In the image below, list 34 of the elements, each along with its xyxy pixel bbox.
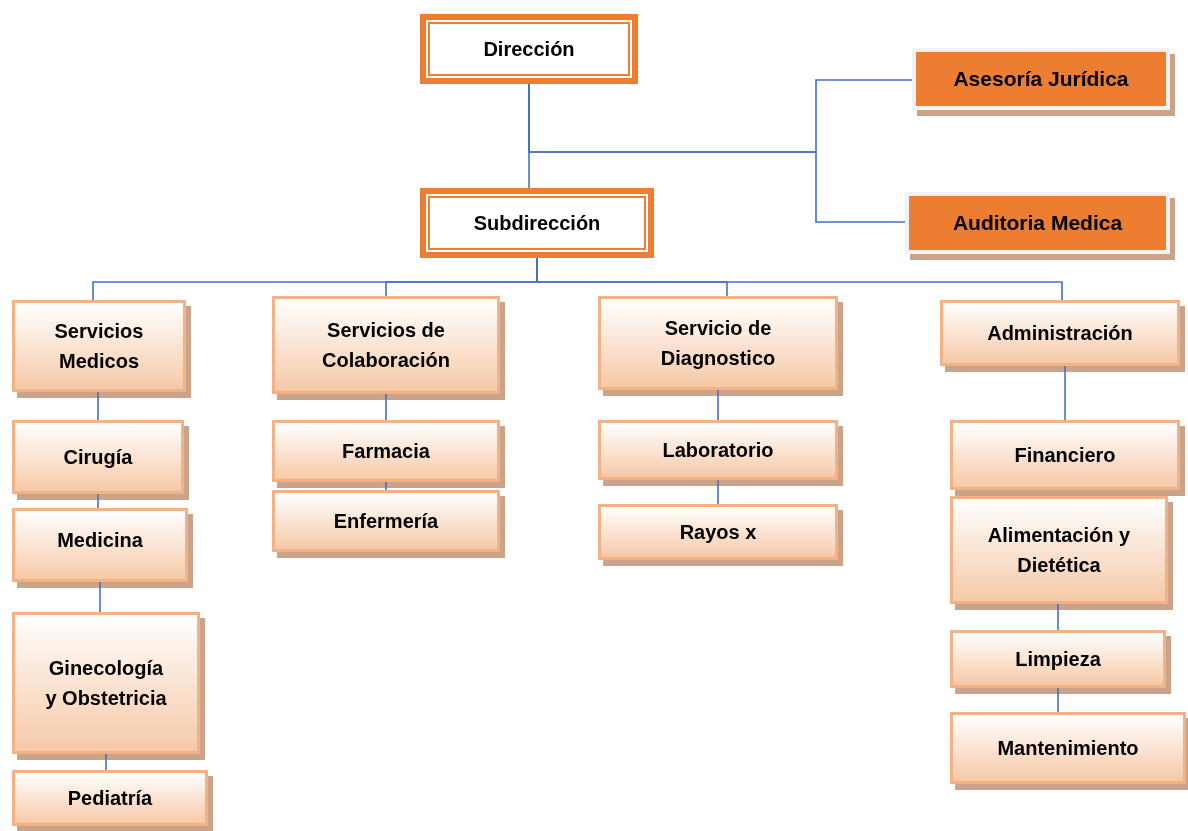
unit-name: Medicina bbox=[57, 528, 143, 553]
unit-name: Mantenimiento bbox=[997, 736, 1139, 761]
unit-name: Farmacia bbox=[342, 439, 430, 464]
connector-line bbox=[1057, 687, 1059, 713]
director-box bbox=[420, 14, 638, 84]
unit-name: Auditoria Medica bbox=[952, 210, 1123, 237]
connector-line bbox=[99, 581, 101, 613]
unit-name: Servicios de Colaboración bbox=[321, 318, 451, 373]
unit-name: Laboratorio bbox=[662, 438, 774, 463]
unit-name: Subdirección bbox=[473, 211, 601, 236]
connector-line bbox=[105, 753, 107, 771]
connector-line bbox=[717, 389, 719, 421]
connector-line bbox=[1057, 603, 1059, 631]
unit-name: Alimentación y Dietética bbox=[986, 523, 1132, 578]
unit-name: Asesoría Jurídica bbox=[953, 66, 1129, 93]
unit-name: Cirugía bbox=[63, 445, 133, 470]
unit-name: Administración bbox=[987, 321, 1133, 346]
connector-line bbox=[1064, 365, 1066, 421]
connector-line bbox=[385, 481, 387, 491]
connector-line bbox=[528, 83, 530, 189]
unit-name: Servicios Medicos bbox=[53, 319, 145, 374]
unit-name: Dirección bbox=[483, 37, 575, 62]
unit-name: Servicio de Diagnostico bbox=[659, 316, 777, 371]
unit-name: Financiero bbox=[1014, 443, 1116, 468]
unit-name: Limpieza bbox=[1015, 647, 1101, 672]
director-box bbox=[420, 188, 654, 258]
connector-line bbox=[385, 393, 387, 421]
unit-name: Pediatría bbox=[67, 786, 153, 811]
unit-name: Ginecología y Obstetricia bbox=[44, 656, 168, 711]
unit-name: Rayos x bbox=[679, 520, 757, 545]
unit-name: Enfermería bbox=[333, 509, 439, 534]
connector-line bbox=[717, 479, 719, 505]
connector-line bbox=[97, 391, 99, 421]
connector-line bbox=[97, 493, 99, 509]
